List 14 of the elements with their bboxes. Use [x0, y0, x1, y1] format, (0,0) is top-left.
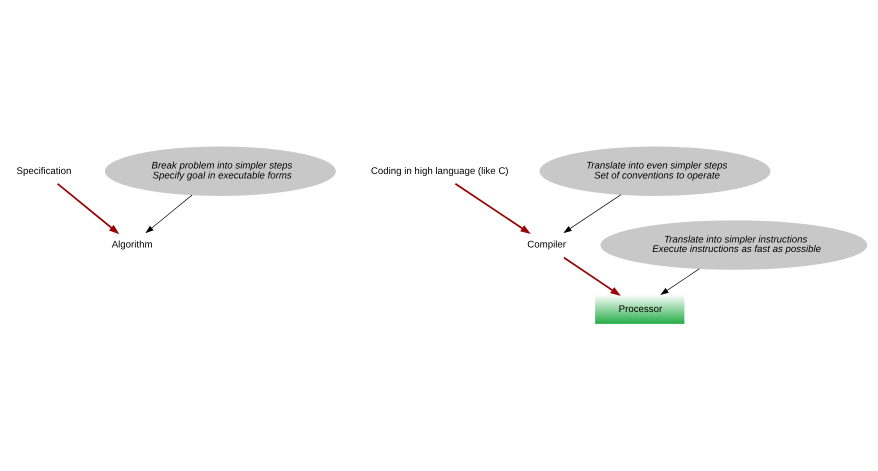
node-ellipse: Translate into even simpler steps Set of conventions to operate	[540, 146, 770, 196]
node-text: Coding in high language (like C)	[370, 166, 509, 177]
arrow	[660, 268, 700, 295]
arrow	[563, 256, 621, 296]
node-text: Compiler	[527, 240, 566, 251]
node-ellipse: Translate into simpler instructions Execute instructions as fast as possible	[600, 220, 868, 270]
node-text: Specification	[16, 166, 72, 177]
node-box: Processor	[594, 294, 686, 325]
node-ellipse: Break problem into simpler steps Specify goal in executable forms	[104, 146, 336, 196]
node-text: Algorithm	[112, 240, 153, 251]
arrow	[145, 194, 192, 234]
arrow	[563, 194, 622, 234]
arrow	[454, 183, 531, 234]
arrow	[57, 183, 120, 234]
